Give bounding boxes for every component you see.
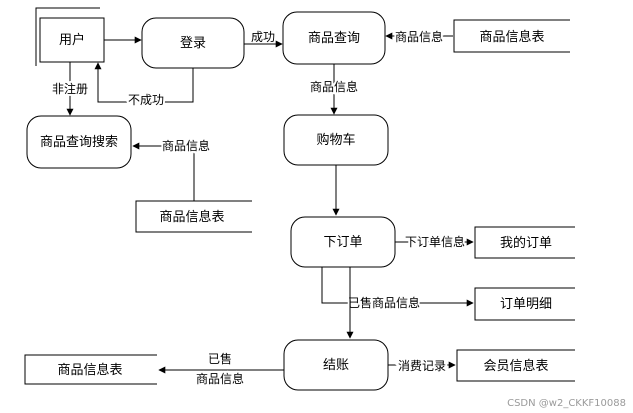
product-info-store-2-label: 商品信息表 bbox=[159, 209, 224, 225]
login-process: 登录 bbox=[141, 17, 245, 69]
member-info-label: 会员信息表 bbox=[483, 358, 548, 374]
unregistered-label: 非注册 bbox=[52, 81, 88, 96]
search-info-label: 商品信息 bbox=[162, 138, 210, 153]
flow-store-search bbox=[132, 142, 195, 201]
checkout-label: 结账 bbox=[323, 358, 349, 373]
query-in-label: 商品信息 bbox=[395, 29, 443, 44]
fail-label: 不成功 bbox=[128, 93, 164, 107]
order-label: 下订单 bbox=[323, 235, 362, 250]
my-orders-store: 我的订单 bbox=[474, 226, 575, 259]
login-label: 登录 bbox=[180, 36, 206, 51]
product-search-process: 商品查询搜索 bbox=[26, 115, 132, 169]
product-info-store-2: 商品信息表 bbox=[135, 200, 252, 233]
order-detail-label: 订单明细 bbox=[500, 297, 552, 312]
sold-info-label: 已售商品信息 bbox=[348, 295, 420, 310]
consume-label: 消费记录 bbox=[398, 359, 446, 373]
user-entity: 用户 bbox=[35, 7, 105, 66]
checkout-process: 结账 bbox=[283, 339, 389, 391]
cart-process: 购物车 bbox=[283, 114, 389, 166]
order-process: 下订单 bbox=[290, 216, 396, 268]
product-search-label: 商品查询搜索 bbox=[40, 135, 118, 150]
success-label: 成功 bbox=[251, 30, 275, 44]
product-info-store-1: 商品信息表 bbox=[453, 19, 570, 53]
user-label: 用户 bbox=[59, 32, 85, 48]
product-query-label: 商品查询 bbox=[308, 31, 360, 46]
member-info-store: 会员信息表 bbox=[456, 349, 575, 382]
order-info-label: 下订单信息 bbox=[405, 234, 465, 249]
product-info-store-3-label: 商品信息表 bbox=[57, 362, 122, 378]
sold-line2-label: 商品信息 bbox=[196, 371, 244, 386]
flow-order-detail bbox=[321, 267, 474, 307]
sold-line1-label: 已售 bbox=[208, 351, 232, 366]
my-orders-label: 我的订单 bbox=[500, 235, 552, 251]
product-query-process: 商品查询 bbox=[282, 11, 386, 65]
flow-login-fail bbox=[94, 62, 194, 103]
product-info-store-1-label: 商品信息表 bbox=[479, 29, 544, 45]
query-cart-label: 商品信息 bbox=[310, 79, 358, 94]
watermark: CSDN @w2_CKKF10088 bbox=[507, 398, 626, 409]
cart-label: 购物车 bbox=[316, 132, 355, 148]
order-detail-store: 订单明细 bbox=[474, 287, 575, 321]
product-info-store-3: 商品信息表 bbox=[24, 354, 157, 385]
